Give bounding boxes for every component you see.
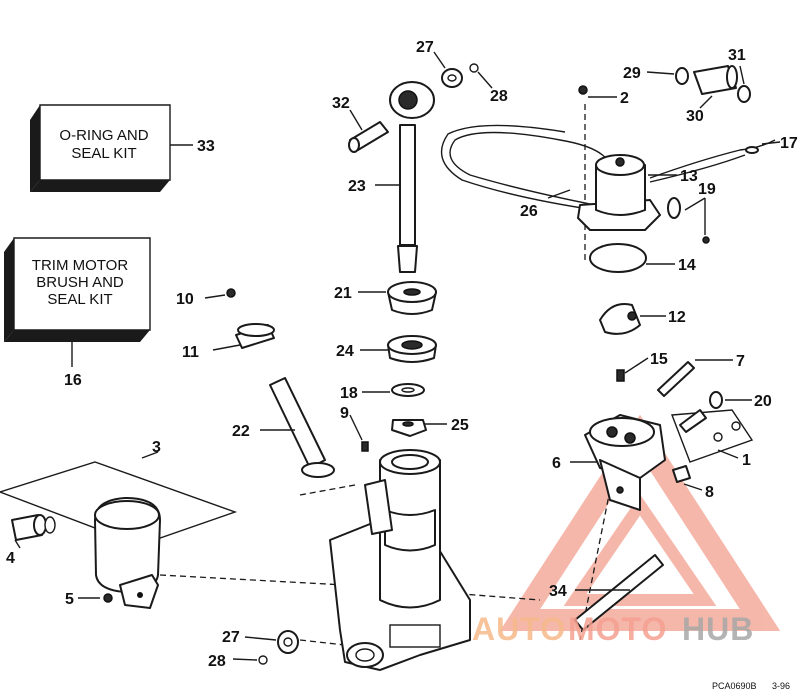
oring-seal-kit-box: O-RING AND SEAL KIT 33 bbox=[30, 104, 215, 192]
bolt-7 bbox=[657, 361, 695, 397]
callout-11: 11 bbox=[182, 344, 199, 361]
callout-1: 1 bbox=[742, 452, 751, 469]
callout-15: 15 bbox=[650, 351, 668, 368]
oring-20 bbox=[709, 391, 723, 409]
callout-7: 7 bbox=[736, 353, 745, 370]
callout-20: 20 bbox=[754, 393, 772, 410]
cover-12 bbox=[599, 303, 641, 335]
oring-14 bbox=[589, 243, 647, 273]
callout-9: 9 bbox=[340, 405, 349, 422]
piston-rod: 23 32 27 28 bbox=[332, 39, 508, 273]
watermark-text: AUTO MOTO HUB bbox=[472, 611, 754, 647]
trim-motor: 17 26 13 2 bbox=[440, 85, 798, 231]
callout-23: 23 bbox=[348, 178, 366, 195]
callout-28-bottom: 28 bbox=[208, 653, 226, 670]
callout-19: 19 bbox=[698, 181, 716, 198]
callout-2: 2 bbox=[620, 90, 629, 107]
trim-motor-kit-box: TRIM MOTOR BRUSH AND SEAL KIT 16 bbox=[4, 237, 151, 389]
callout-10: 10 bbox=[176, 291, 194, 308]
trim-kit-label-line3: SEAL KIT bbox=[47, 291, 112, 308]
callout-24: 24 bbox=[336, 343, 354, 360]
callout-6: 6 bbox=[552, 455, 561, 472]
callout-5: 5 bbox=[65, 591, 74, 608]
callout-26: 26 bbox=[520, 203, 538, 220]
callout-12: 12 bbox=[668, 309, 686, 326]
oring-kit-label-line2: SEAL KIT bbox=[71, 145, 136, 162]
callout-3: 3 bbox=[152, 439, 161, 456]
bushing-bottom: 27 28 bbox=[208, 629, 299, 670]
callout-18: 18 bbox=[340, 385, 358, 402]
oring-kit-label-line1: O-RING AND bbox=[59, 127, 148, 144]
callout-8: 8 bbox=[705, 484, 714, 501]
watermark-logo bbox=[499, 414, 781, 631]
watermark-hub: HUB bbox=[682, 611, 754, 647]
trim-kit-label-line1: TRIM MOTOR bbox=[32, 257, 129, 274]
watermark-auto: AUTO bbox=[472, 611, 566, 647]
trim-kit-label-line2: BRUSH AND bbox=[36, 274, 124, 291]
trim-rod: 22 bbox=[232, 377, 335, 478]
callout-4: 4 bbox=[6, 550, 15, 567]
trim-cylinder-housing bbox=[329, 449, 471, 671]
pin-34 bbox=[574, 554, 664, 631]
callout-22: 22 bbox=[232, 423, 250, 440]
piston-stack: 21 24 18 25 bbox=[334, 281, 469, 437]
callout-30: 30 bbox=[686, 108, 704, 125]
bleed-screw: 10 11 bbox=[176, 288, 275, 361]
callout-33: 33 bbox=[197, 138, 215, 155]
callout-21: 21 bbox=[334, 285, 352, 302]
callout-17: 17 bbox=[780, 135, 798, 152]
callout-27-top: 27 bbox=[416, 39, 434, 56]
callout-29: 29 bbox=[623, 65, 641, 82]
callout-34: 34 bbox=[549, 583, 567, 600]
fitting-29-30-31: 29 30 31 bbox=[623, 47, 751, 125]
watermark-moto: MOTO bbox=[568, 611, 667, 647]
pump-assembly: 6 1 8 bbox=[552, 409, 754, 511]
callout-27-bottom: 27 bbox=[222, 629, 240, 646]
callout-25: 25 bbox=[451, 417, 469, 434]
callout-16: 16 bbox=[64, 372, 82, 389]
figure-code: PCA0690B bbox=[712, 681, 757, 691]
callout-13: 13 bbox=[680, 168, 698, 185]
screw-19: 19 bbox=[667, 181, 716, 244]
callout-28-top: 28 bbox=[490, 88, 508, 105]
callout-14: 14 bbox=[678, 257, 696, 274]
callout-32: 32 bbox=[332, 95, 350, 112]
figure-date: 3-96 bbox=[772, 681, 790, 691]
callout-31: 31 bbox=[728, 47, 746, 64]
reservoir-assembly: 3 4 5 bbox=[0, 439, 238, 609]
